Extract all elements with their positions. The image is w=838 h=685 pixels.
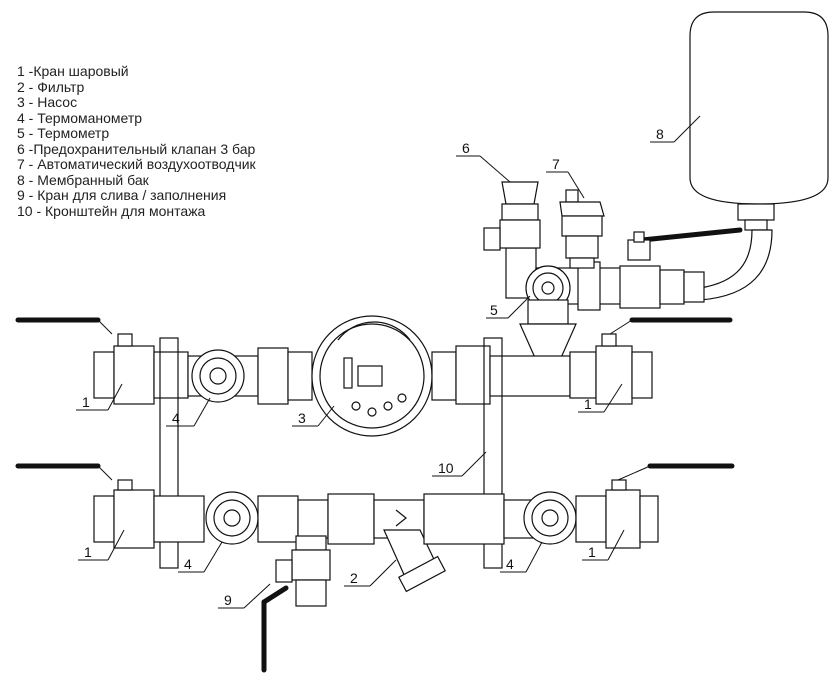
callout-6: 6 (462, 140, 470, 156)
legend-item: 5 - Термометр (17, 125, 110, 141)
legend-item: 10 - Кронштейн для монтажа (17, 202, 206, 219)
thermomanometer-upper (191, 349, 245, 403)
callout-1: 1 (588, 544, 596, 560)
callout-7: 7 (552, 156, 560, 172)
thermomanometer-lower-left (205, 491, 259, 545)
mounting-bracket (159, 337, 503, 569)
pump (311, 315, 433, 437)
membrane-tank (689, 11, 829, 301)
legend-item: 9 - Кран для слива / заполнения (17, 187, 227, 203)
callout-1: 1 (584, 396, 592, 412)
safety-group (483, 181, 743, 361)
legend-item: 4 - Термоманометр (17, 109, 143, 126)
legend: 1 -Кран шаровый 2 - Фильтр 3 - Насос 4 -… (17, 63, 256, 219)
callout-3: 3 (298, 410, 306, 426)
legend-item: 1 -Кран шаровый (17, 63, 129, 79)
upper-pipe-line (15, 315, 733, 437)
air-vent (559, 189, 605, 269)
legend-item: 6 -Предохранительный клапан 3 бар (17, 140, 256, 157)
callout-10: 10 (438, 460, 454, 476)
legend-item: 2 - Фильтр (17, 78, 85, 95)
callout-9: 9 (224, 592, 232, 608)
callout-1: 1 (84, 544, 92, 560)
callout-4: 4 (506, 556, 514, 572)
callout-5: 5 (490, 302, 498, 318)
callout-8: 8 (656, 126, 664, 142)
callout-4: 4 (172, 410, 180, 426)
thermomanometer-lower-right (523, 491, 577, 545)
safety-valve (483, 181, 541, 251)
callout-4: 4 (184, 556, 192, 572)
lower-pipe-line (15, 463, 735, 673)
legend-item: 7 - Автоматический воздухоотводчик (17, 156, 256, 172)
legend-item: 3 - Насос (17, 94, 78, 110)
callout-2: 2 (350, 570, 358, 586)
thermometer-5 (525, 265, 571, 325)
drain-valve (261, 535, 331, 673)
legend-item: 8 - Мембранный бак (17, 171, 149, 188)
callouts: 1 1 1 1 2 3 4 4 4 5 6 7 (76, 115, 701, 609)
callout-1: 1 (82, 394, 90, 410)
